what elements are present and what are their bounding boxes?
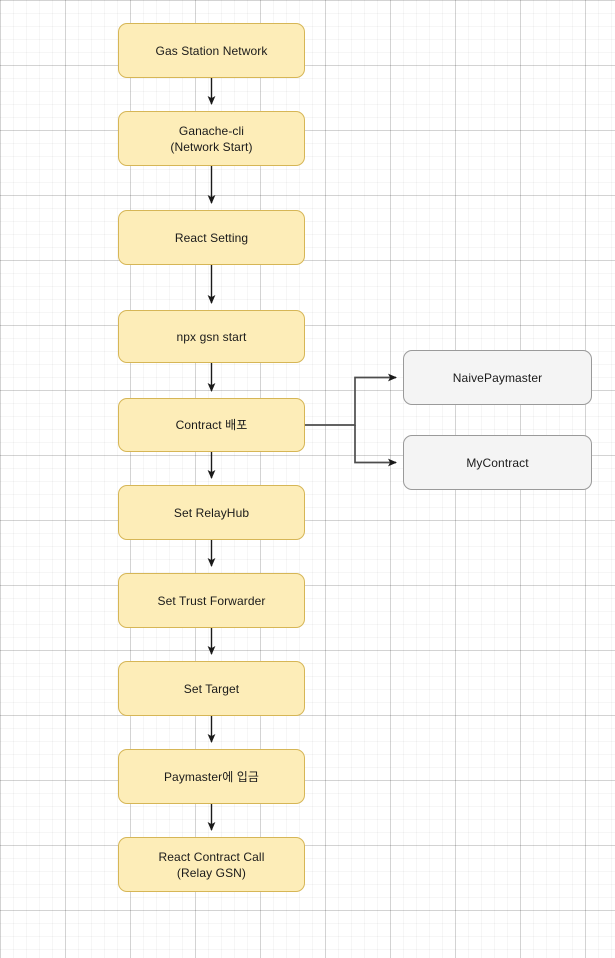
node-label: React Contract Call (Relay GSN) (158, 849, 265, 880)
node-npx-gsn-start[interactable]: npx gsn start (118, 310, 305, 363)
node-label: Contract 배포 (175, 418, 248, 432)
node-react-contract-call[interactable]: React Contract Call (Relay GSN) (118, 837, 305, 892)
node-react-setting[interactable]: React Setting (118, 210, 305, 265)
node-set-relayhub[interactable]: Set RelayHub (118, 485, 305, 540)
node-my-contract[interactable]: MyContract (403, 435, 592, 490)
node-label: NaivePaymaster (452, 370, 543, 385)
node-gas-station-network[interactable]: Gas Station Network (118, 23, 305, 78)
node-label: Gas Station Network (155, 43, 268, 58)
node-label: Set Trust Forwarder (157, 593, 266, 608)
node-naive-paymaster[interactable]: NaivePaymaster (403, 350, 592, 405)
node-set-trust-forwarder[interactable]: Set Trust Forwarder (118, 573, 305, 628)
node-set-target[interactable]: Set Target (118, 661, 305, 716)
node-label: npx gsn start (176, 329, 247, 344)
node-label: React Setting (174, 230, 249, 245)
node-label: Set RelayHub (173, 505, 250, 520)
node-label: MyContract (466, 455, 529, 470)
node-ganache-cli[interactable]: Ganache-cli (Network Start) (118, 111, 305, 166)
node-label: Ganache-cli (Network Start) (170, 123, 253, 154)
edge-contract-deploy-to-naive-paymaster (305, 373, 397, 426)
node-contract-deploy[interactable]: Contract 배포 (118, 398, 305, 452)
node-label: Paymaster에 입금 (163, 769, 260, 784)
edge-contract-deploy-to-my-contract (354, 425, 397, 467)
node-paymaster-deposit[interactable]: Paymaster에 입금 (118, 749, 305, 804)
node-label: Set Target (183, 681, 240, 696)
